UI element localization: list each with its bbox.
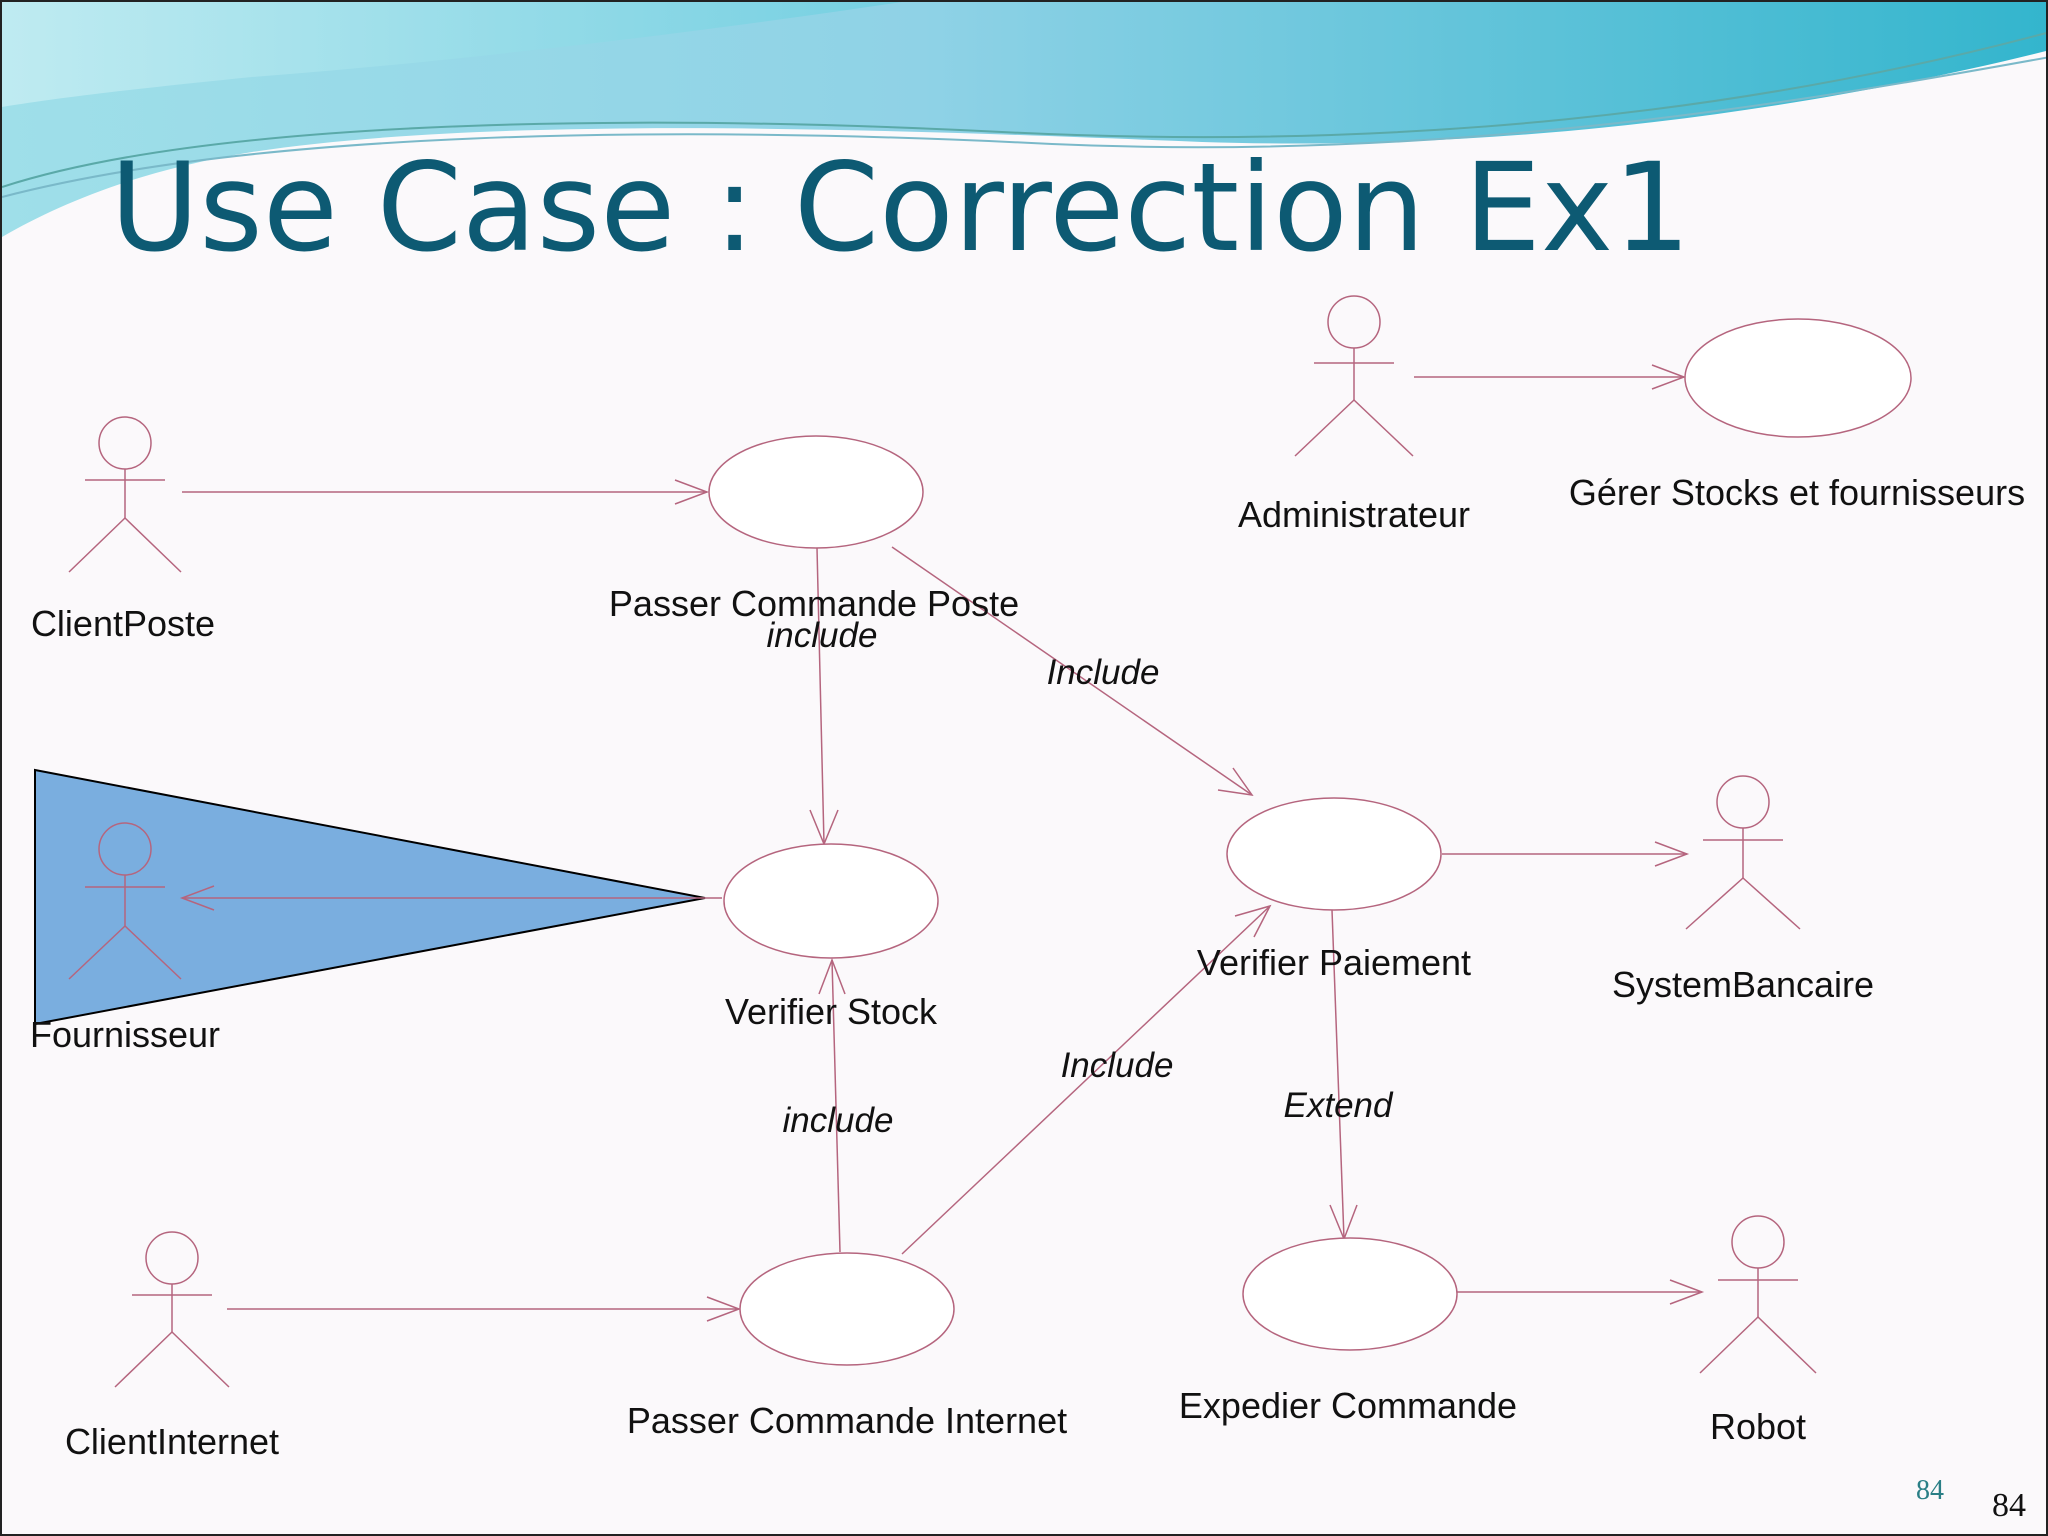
actor-administrateur[interactable] xyxy=(1295,296,1413,456)
actor-client-poste[interactable] xyxy=(69,417,181,572)
actor-label-robot: Robot xyxy=(1710,1406,1806,1447)
highlight-triangle xyxy=(35,770,705,1024)
use-case-gerer-stocks[interactable] xyxy=(1685,319,1911,437)
actor-client-internet[interactable] xyxy=(115,1232,229,1387)
use-case-verifier-paiement[interactable] xyxy=(1227,798,1441,910)
use-case-label-gerer-stocks: Gérer Stocks et fournisseurs xyxy=(1569,472,2025,513)
relation-label-internet-paiement: Include xyxy=(1061,1046,1174,1085)
actor-robot[interactable] xyxy=(1700,1216,1816,1373)
use-case-label-verifier-stock: Verifier Stock xyxy=(725,991,938,1032)
slide-title: Use Case : Correction Ex1 xyxy=(110,137,1691,279)
use-case-label-expedier-commande: Expedier Commande xyxy=(1179,1385,1517,1426)
actor-label-administrateur: Administrateur xyxy=(1238,494,1470,535)
use-case-label-passer-commande-internet: Passer Commande Internet xyxy=(627,1400,1067,1441)
actor-label-system-bancaire: SystemBancaire xyxy=(1612,964,1874,1005)
relation-label-poste-stock: include xyxy=(767,616,878,655)
use-case-verifier-stock[interactable] xyxy=(724,844,938,958)
relation-label-paiement-expedier: Extend xyxy=(1284,1086,1394,1125)
page-number: 84 xyxy=(1992,1487,2026,1524)
actor-label-client-internet: ClientInternet xyxy=(65,1421,279,1462)
use-case-expedier-commande[interactable] xyxy=(1243,1238,1457,1350)
actor-label-client-poste: ClientPoste xyxy=(31,603,215,644)
page-number-small: 84 xyxy=(1916,1475,1944,1506)
use-case-passer-commande-poste[interactable] xyxy=(709,436,923,548)
use-case-passer-commande-internet[interactable] xyxy=(740,1253,954,1365)
use-case-label-verifier-paiement: Verifier Paiement xyxy=(1197,942,1471,983)
relation-label-internet-stock: include xyxy=(783,1101,894,1140)
relation-label-poste-paiement: Include xyxy=(1047,653,1160,692)
actor-system-bancaire[interactable] xyxy=(1686,776,1800,929)
actor-label-fournisseur: Fournisseur xyxy=(30,1014,220,1055)
